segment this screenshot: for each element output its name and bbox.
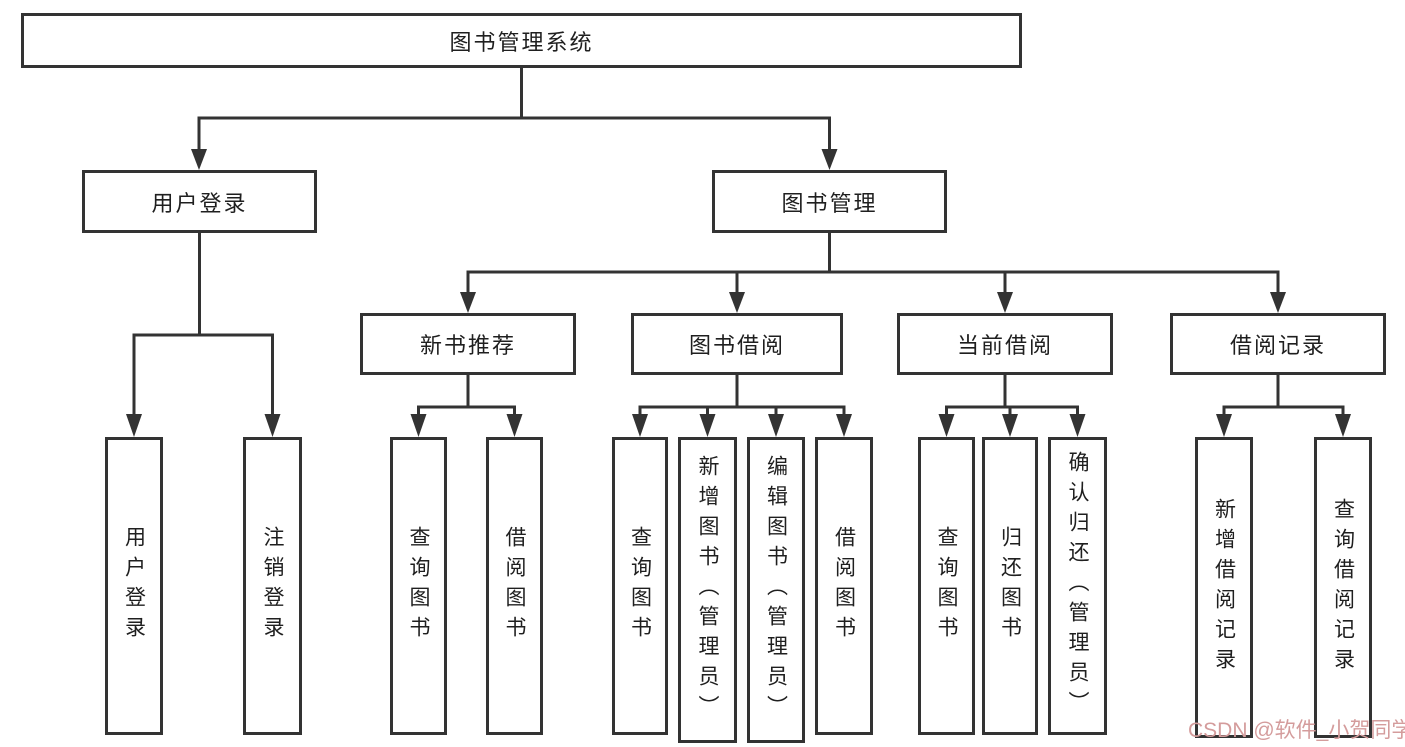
node-label: 查询图书 bbox=[628, 526, 652, 646]
arrow-to-rcd-add bbox=[1216, 414, 1232, 437]
arrow-to-book-mgmt bbox=[821, 149, 838, 170]
arrow-to-cur-return bbox=[1002, 414, 1018, 437]
node-user-login-branch: 用户登录 bbox=[82, 170, 317, 233]
arrow-to-bor-add bbox=[699, 414, 716, 437]
arrow-to-book-borrow bbox=[729, 292, 745, 313]
arrow-to-cur-confirm bbox=[1069, 414, 1086, 437]
arrow-to-bor-query bbox=[632, 414, 648, 437]
node-label: 新书推荐 bbox=[419, 333, 516, 358]
node-label: 查询图书 bbox=[935, 526, 958, 646]
node-new-book-recommend: 新书推荐 bbox=[360, 313, 576, 375]
arrow-to-borrow-records bbox=[1270, 292, 1286, 313]
arrow-to-bor-borrow bbox=[836, 414, 852, 437]
arrow-to-rec-query bbox=[410, 414, 427, 437]
node-leaf-logout: 注销登录 bbox=[243, 437, 302, 735]
node-leaf-bor-borrow-books: 借阅图书 bbox=[815, 437, 873, 735]
connector-user-login-split bbox=[132, 231, 274, 418]
node-label: 用户登录 bbox=[122, 526, 146, 646]
node-leaf-bor-add-books-admin: 新增图书（管理员） bbox=[678, 437, 737, 743]
node-label: 编辑图书（管理员） bbox=[764, 455, 788, 725]
node-leaf-cur-confirm-return-admin: 确认归还（管理员） bbox=[1048, 437, 1107, 735]
node-leaf-rec-query-books: 查询图书 bbox=[390, 437, 447, 735]
node-label: 借阅图书 bbox=[503, 526, 526, 646]
arrow-to-new-book-rec bbox=[460, 292, 476, 313]
node-book-mgmt-branch: 图书管理 bbox=[712, 170, 947, 233]
node-label: 归还图书 bbox=[998, 526, 1022, 646]
arrow-to-rec-borrow bbox=[506, 414, 523, 437]
connector-new-book-rec-split bbox=[417, 373, 516, 418]
node-label: 注销登录 bbox=[261, 526, 284, 646]
node-label: 图书借阅 bbox=[688, 333, 785, 358]
node-label: 图书管理系统 bbox=[449, 29, 594, 55]
csdn-watermark: CSDN @软件_小贺同学 bbox=[1188, 719, 1405, 742]
arrow-to-leaf-logout bbox=[264, 414, 281, 437]
node-current-borrow: 当前借阅 bbox=[897, 313, 1113, 375]
node-system-root: 图书管理系统 bbox=[21, 13, 1022, 68]
node-label: 查询图书 bbox=[407, 526, 430, 646]
node-label: 查询借阅记录 bbox=[1331, 497, 1355, 678]
arrow-to-cur-query bbox=[938, 414, 955, 437]
arrow-to-bor-edit bbox=[768, 414, 784, 437]
connector-book-mgmt-split bbox=[466, 231, 1280, 295]
connector-current-borrow-split bbox=[945, 373, 1079, 418]
node-label: 图书管理 bbox=[781, 190, 878, 216]
node-leaf-bor-edit-books-admin: 编辑图书（管理员） bbox=[747, 437, 805, 743]
node-label: 新增借阅记录 bbox=[1212, 497, 1236, 678]
connector-book-borrow-split bbox=[638, 373, 846, 418]
connector-root-split bbox=[197, 66, 831, 152]
node-leaf-add-borrow-record: 新增借阅记录 bbox=[1195, 437, 1253, 738]
node-leaf-bor-query-books: 查询图书 bbox=[612, 437, 668, 735]
node-book-borrow: 图书借阅 bbox=[631, 313, 843, 375]
node-label: 新增图书（管理员） bbox=[696, 455, 719, 725]
node-leaf-cur-return-books: 归还图书 bbox=[982, 437, 1038, 735]
node-label: 借阅记录 bbox=[1229, 333, 1326, 358]
node-label: 借阅图书 bbox=[832, 526, 856, 646]
node-label: 当前借阅 bbox=[956, 333, 1053, 358]
arrow-to-leaf-user-login bbox=[126, 414, 142, 437]
arrow-to-rcd-query bbox=[1335, 414, 1351, 437]
node-label: 用户登录 bbox=[151, 190, 248, 216]
node-leaf-cur-query-books: 查询图书 bbox=[918, 437, 975, 735]
arrow-to-current-borrow bbox=[997, 292, 1013, 313]
node-leaf-rec-borrow-books: 借阅图书 bbox=[486, 437, 543, 735]
connector-borrow-records-split bbox=[1222, 373, 1345, 418]
arrow-to-user-login bbox=[191, 149, 207, 170]
node-borrow-records: 借阅记录 bbox=[1170, 313, 1386, 375]
node-label: 确认归还（管理员） bbox=[1066, 451, 1089, 721]
node-leaf-query-borrow-record: 查询借阅记录 bbox=[1314, 437, 1372, 738]
node-leaf-user-login: 用户登录 bbox=[105, 437, 163, 735]
